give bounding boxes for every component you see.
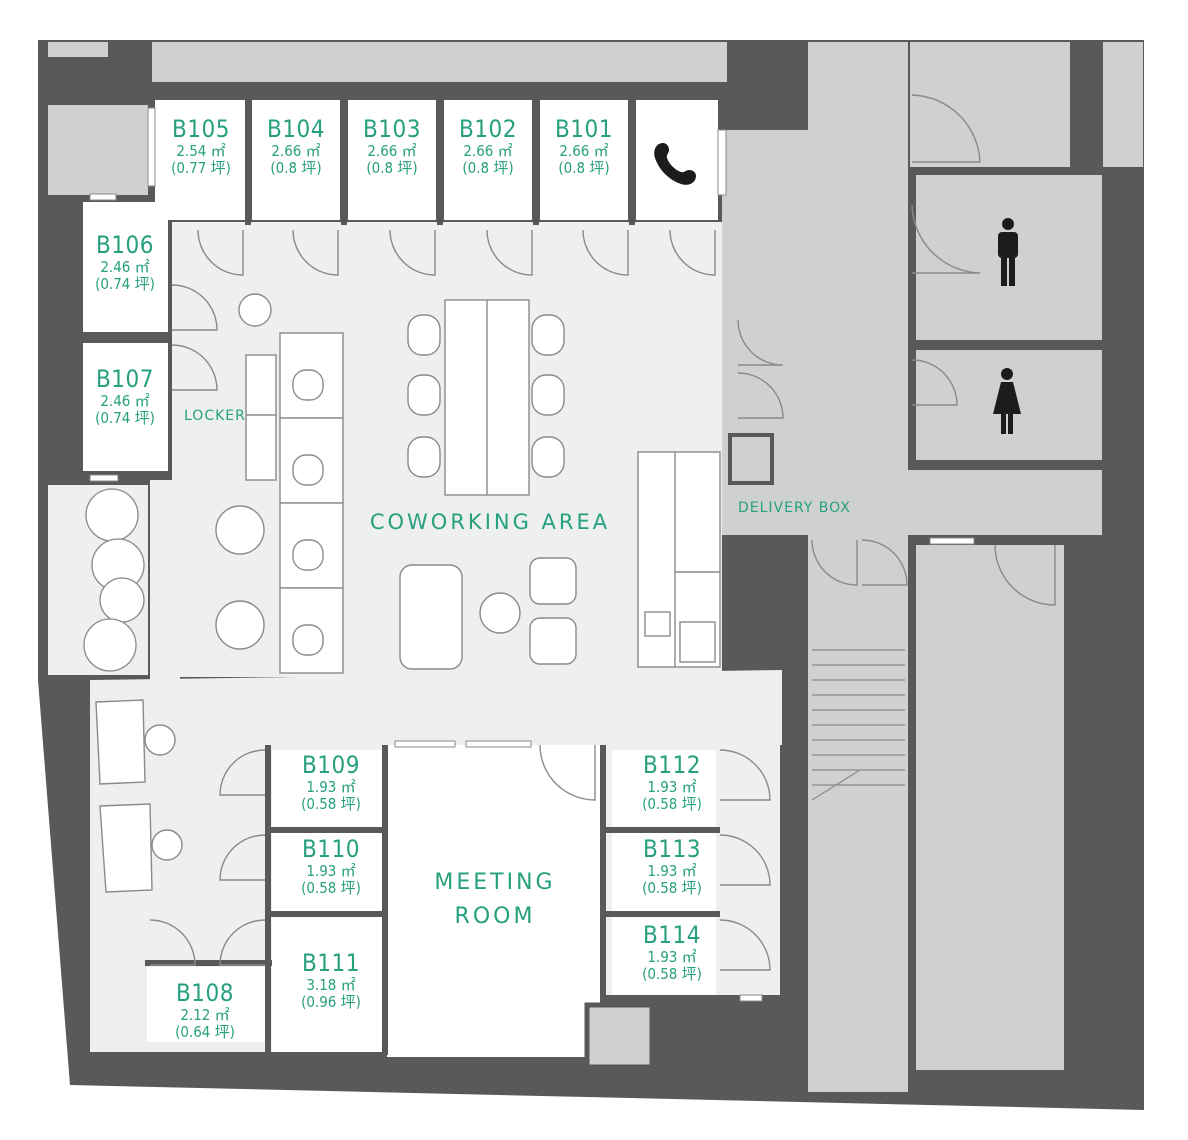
service-box [584, 1002, 655, 1070]
right-long-room [916, 545, 1064, 1070]
room-area: 2.54 ㎡ [176, 141, 226, 160]
locker-cabinets [245, 354, 277, 481]
room-b104[interactable]: B104 2.66 ㎡ (0.8 坪) [250, 116, 342, 176]
room-b108[interactable]: B108 2.12 ㎡ (0.64 坪) [160, 980, 250, 1040]
room-code: B107 [95, 365, 154, 393]
room-tsubo: (0.64 坪) [175, 1022, 235, 1041]
room-area: 2.12 ㎡ [180, 1005, 230, 1024]
corridor-vertical [808, 42, 908, 1092]
top-strip [152, 42, 727, 82]
room-tsubo: (0.96 坪) [301, 992, 361, 1011]
meeting-room-label-line1: MEETING [434, 870, 556, 895]
room-b103[interactable]: B103 2.66 ㎡ (0.8 坪) [346, 116, 438, 176]
room-code: B103 [362, 115, 421, 143]
locker-label: LOCKER [184, 408, 246, 424]
room-area: 2.46 ㎡ [100, 257, 150, 276]
room-tsubo: (0.8 坪) [366, 158, 418, 177]
top-right-void-2 [1103, 42, 1143, 167]
desk-cubicles [279, 332, 344, 674]
room-b113[interactable]: B113 1.93 ㎡ (0.58 坪) [626, 836, 718, 896]
top-right-void [910, 42, 1070, 167]
room-area: 1.93 ㎡ [647, 777, 697, 796]
room-tsubo: (0.58 坪) [642, 794, 702, 813]
room-tsubo: (0.8 坪) [270, 158, 322, 177]
room-b111[interactable]: B111 3.18 ㎡ (0.96 坪) [285, 950, 377, 1010]
room-b110[interactable]: B110 1.93 ㎡ (0.58 坪) [285, 836, 377, 896]
lounge-furniture [215, 293, 577, 670]
meeting-room-label-line2: ROOM [454, 904, 536, 929]
room-area: 2.66 ㎡ [559, 141, 609, 160]
room-code: B101 [554, 115, 613, 143]
long-table [444, 299, 530, 496]
doors [149, 94, 1056, 971]
room-code: B114 [642, 921, 701, 949]
coworking-area-label: COWORKING AREA [369, 510, 611, 534]
room-b112[interactable]: B112 1.93 ㎡ (0.58 坪) [626, 752, 718, 812]
room-area: 1.93 ㎡ [306, 861, 356, 880]
room-b106[interactable]: B106 2.46 ㎡ (0.74 坪) [80, 232, 170, 292]
room-code: B105 [171, 115, 230, 143]
room-tsubo: (0.58 坪) [301, 794, 361, 813]
staircase [811, 649, 905, 801]
room-area: 1.93 ㎡ [647, 861, 697, 880]
room-shapes [83, 100, 718, 1057]
room-area: 2.66 ㎡ [463, 141, 513, 160]
room-code: B104 [266, 115, 325, 143]
delivery-box-label: DELIVERY BOX [738, 500, 851, 516]
room-code: B106 [95, 231, 154, 259]
room-b101[interactable]: B101 2.66 ㎡ (0.8 坪) [538, 116, 630, 176]
room-tsubo: (0.58 坪) [642, 878, 702, 897]
room-code: B109 [301, 751, 360, 779]
female-person-icon [993, 368, 1021, 434]
room-area: 3.18 ㎡ [306, 975, 356, 994]
room-b114[interactable]: B114 1.93 ㎡ (0.58 坪) [626, 922, 718, 982]
room-code: B102 [458, 115, 517, 143]
room-tsubo: (0.8 坪) [558, 158, 610, 177]
room-code: B108 [175, 979, 234, 1007]
room-area: 2.66 ㎡ [271, 141, 321, 160]
room-tsubo: (0.58 坪) [642, 964, 702, 983]
plant-icon [83, 488, 145, 672]
room-tsubo: (0.74 坪) [95, 408, 155, 427]
corridor-delivery [722, 470, 1102, 535]
room-b102[interactable]: B102 2.66 ㎡ (0.8 坪) [442, 116, 534, 176]
top-left-void-2 [48, 105, 148, 195]
room-tsubo: (0.58 坪) [301, 878, 361, 897]
room-area: 2.66 ㎡ [367, 141, 417, 160]
room-code: B113 [642, 835, 701, 863]
room-b107[interactable]: B107 2.46 ㎡ (0.74 坪) [80, 366, 170, 426]
room-area: 2.46 ㎡ [100, 391, 150, 410]
room-b109[interactable]: B109 1.93 ㎡ (0.58 坪) [285, 752, 377, 812]
delivery-box-unit [728, 433, 774, 485]
kitchen-counter [637, 451, 721, 668]
room-code: B111 [301, 949, 360, 977]
table-chairs [407, 314, 565, 478]
room-area: 1.93 ㎡ [647, 947, 697, 966]
room-tsubo: (0.77 坪) [171, 158, 231, 177]
room-code: B110 [301, 835, 360, 863]
internal-walls [80, 93, 722, 1055]
top-left-void [48, 42, 108, 57]
coworking-floor-left [150, 480, 180, 680]
windows [89, 107, 975, 1002]
lower-desks [95, 699, 183, 893]
phone-icon [654, 142, 697, 185]
room-b105[interactable]: B105 2.54 ㎡ (0.77 坪) [155, 116, 247, 176]
room-area: 1.93 ㎡ [306, 777, 356, 796]
male-person-icon [998, 218, 1018, 286]
room-tsubo: (0.74 坪) [95, 274, 155, 293]
room-tsubo: (0.8 坪) [462, 158, 514, 177]
room-code: B112 [642, 751, 701, 779]
